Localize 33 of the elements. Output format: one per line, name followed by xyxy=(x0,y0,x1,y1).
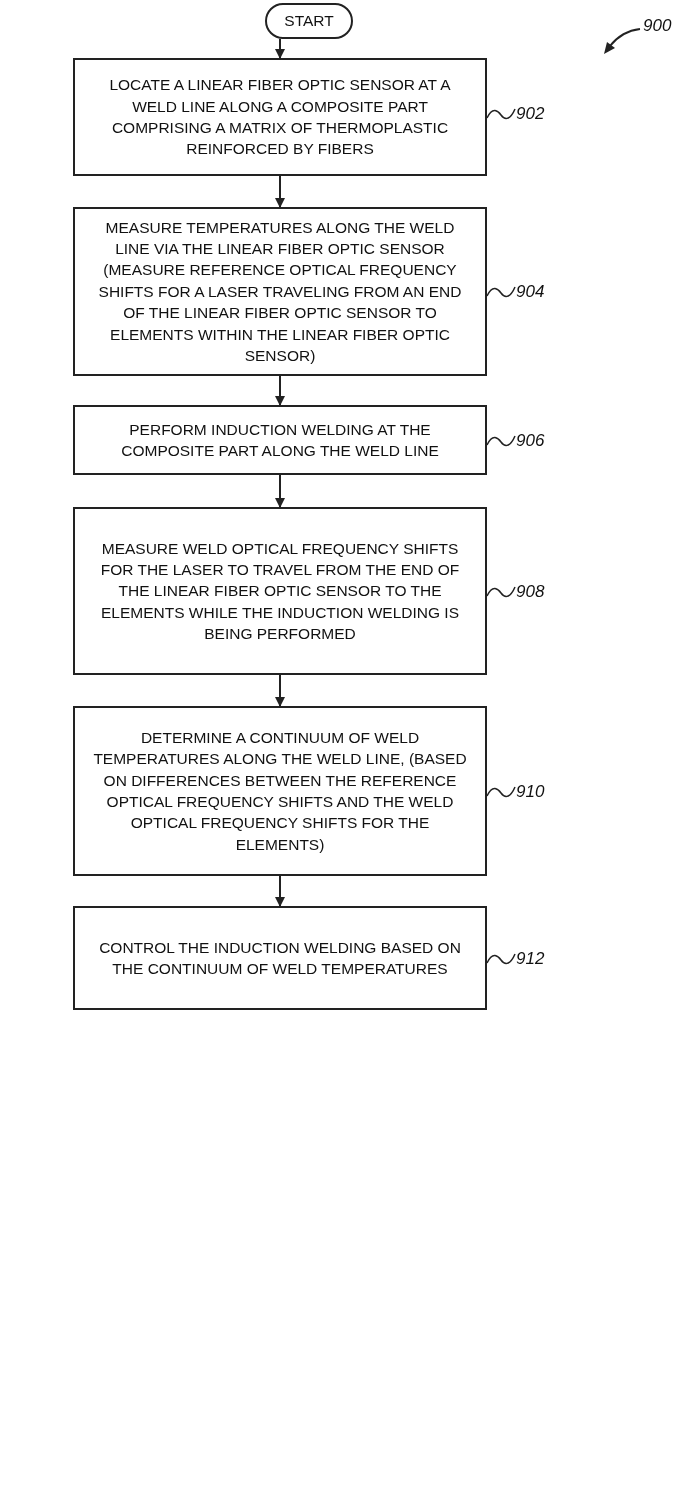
leader-line xyxy=(486,586,516,598)
process-box xyxy=(73,58,487,176)
step-text: CONTROL THE INDUCTION WELDING BASED ON THE CONTINUUM OF WELD TEMPERATURES xyxy=(98,937,462,979)
reference-number: 906 xyxy=(516,431,545,449)
step-text: DETERMINE A CONTINUUM OF WELD TEMPERATURES ALONG THE WELD LINE, (BASED ON DIFFERENCES BETWEEN THE REFERENCE OPTICAL FREQUENCY SHIFTS AND THE WELD OPTICAL FREQUENCY SHIFTS FOR THE ELEMENTS) xyxy=(92,727,468,855)
arrow xyxy=(275,474,285,508)
reference-number: 902 xyxy=(516,104,545,122)
leader-line xyxy=(486,435,516,447)
reference-number: 910 xyxy=(516,782,545,800)
step-text: MEASURE WELD OPTICAL FREQUENCY SHIFTS FOR THE LASER TO TRAVEL FROM THE END OF THE LINEAR FIBER OPTIC SENSOR TO THE ELEMENTS WHILE THE INDUCTION WELDING IS BEING PERFORMED xyxy=(99,538,461,645)
terminal-box xyxy=(265,3,353,39)
leader-line xyxy=(486,108,516,120)
process-box xyxy=(73,906,487,1010)
arrow xyxy=(275,175,285,208)
arrow xyxy=(275,674,285,707)
leader-line xyxy=(486,953,516,965)
process-box xyxy=(73,207,487,376)
arrow xyxy=(275,375,285,406)
leader-line xyxy=(486,286,516,298)
step-text: LOCATE A LINEAR FIBER OPTIC SENSOR AT A WELD LINE ALONG A COMPOSITE PART COMPRISING A MATRIX OF THERMOPLASTIC REINFORCED BY FIBERS xyxy=(108,75,452,160)
leader-line xyxy=(486,786,516,798)
process-box xyxy=(73,405,487,475)
process-box xyxy=(73,507,487,675)
arrow xyxy=(275,38,285,59)
step-text: PERFORM INDUCTION WELDING AT THE COMPOSITE PART ALONG THE WELD LINE xyxy=(120,419,440,461)
step-text: MEASURE TEMPERATURES ALONG THE WELD LINE VIA THE LINEAR FIBER OPTIC SENSOR (MEASURE REFERENCE OPTICAL FREQUENCY SHIFTS FOR A LASER TRAVELING FROM AN END OF THE LINEAR FIBER OPTIC SENSOR TO ELEMENTS WITHIN THE LINEAR FIBER OPTIC SENSOR) xyxy=(97,217,463,366)
step-text: START xyxy=(284,11,334,32)
reference-number: 912 xyxy=(516,949,545,967)
process-box xyxy=(73,706,487,876)
reference-number: 908 xyxy=(516,582,545,600)
figure-number: 900 xyxy=(643,16,672,36)
arrow xyxy=(275,875,285,907)
reference-number: 904 xyxy=(516,282,545,300)
